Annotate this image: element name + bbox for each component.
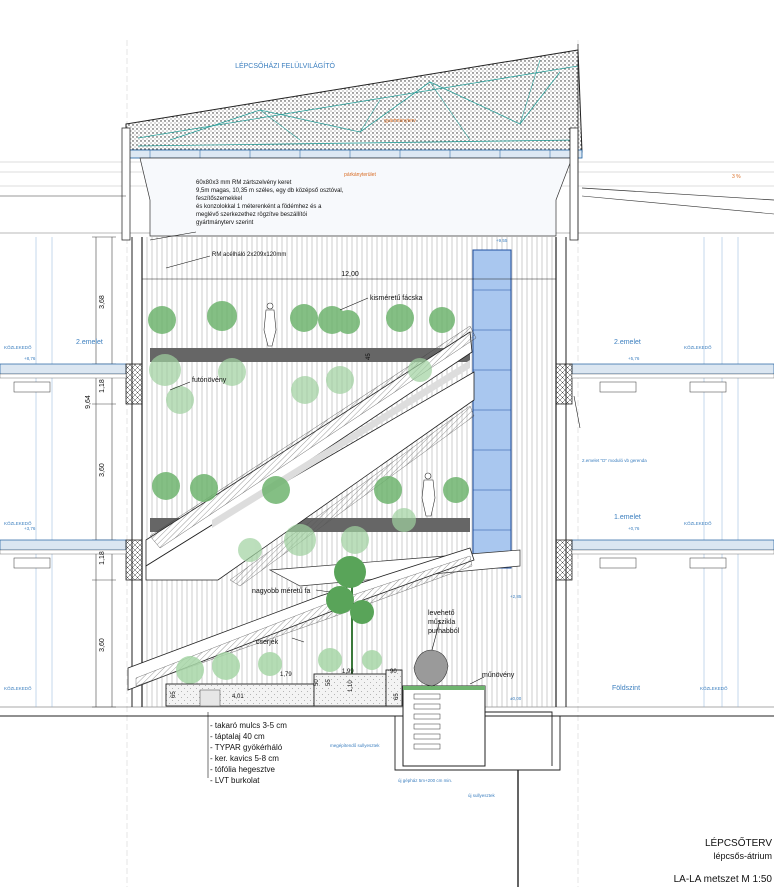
glass-shaft	[472, 249, 512, 569]
planter-dim: 55	[326, 679, 332, 686]
frame-note-4: és konzolokkal 1 méterenként a födémhez …	[196, 204, 322, 210]
corridor-label: KÖZLEKEDŐ	[684, 520, 712, 526]
level-mark: +5,76	[628, 356, 640, 361]
planter-dim: 45	[366, 353, 372, 360]
rock-label-2: műszikla	[428, 619, 455, 626]
frame-note-1: 60x80x3 mm RM zártszelvény keret	[196, 180, 292, 186]
small-tree-label: kisméretű fácska	[370, 295, 423, 302]
frame-note-3: feszítőszemekkel	[196, 196, 242, 202]
planter-dim: 1,99	[342, 669, 354, 675]
layer-1: - takaró mulcs 3-5 cm	[210, 721, 287, 730]
floor-label-second-left: 2.emelet	[76, 339, 103, 346]
climber-label: futónövény	[192, 377, 227, 384]
layer-5: - tófólia hegesztve	[210, 765, 275, 774]
big-tree-label: nagyobb méretű fa	[252, 588, 310, 595]
layer-4: - ker. kavics 5-8 cm	[210, 754, 279, 763]
level-mark: +2,85	[510, 594, 522, 599]
basement-note-2: új gépház 5m+200 cm min.	[398, 778, 452, 783]
vdim-2: 1,18	[99, 379, 106, 393]
corridor-label: KÖZLEKEDŐ	[700, 685, 728, 691]
shrub-label: cserjék	[256, 639, 279, 646]
title-line-1: LÉPCSŐTERV	[705, 835, 772, 849]
leader-lines	[149, 231, 581, 778]
level-mark: +3,76	[24, 526, 36, 531]
note-manufacturer: gyártmányterv	[384, 118, 416, 124]
layer-6: - LVT burkolat	[210, 776, 260, 785]
frame-note-5: meglévő szerkezethez rögzítve beszállító…	[196, 212, 307, 218]
planters	[165, 669, 403, 707]
level-mark: +8,76	[24, 356, 36, 361]
rock-label-1: levehető	[428, 610, 455, 617]
vdim-1: 3,68	[99, 295, 106, 309]
vdim-5: 1,18	[99, 551, 106, 565]
layer-2: - táptalaj 40 cm	[210, 732, 265, 741]
note-slope: 3 %	[732, 174, 741, 180]
skylight-title: LÉPCSŐHÁZI FELÜLVILÁGÍTÓ	[235, 61, 335, 70]
floor-label-first: 1.emelet	[614, 514, 641, 521]
floor-label-second-right: 2.emelet	[614, 339, 641, 346]
shrubs	[176, 648, 382, 684]
vdim-6: 3,60	[99, 638, 106, 652]
floor-label-ground: Földszint	[612, 685, 640, 692]
width-dim-label: 12,00	[341, 271, 359, 278]
basement-note-1: megépítendő sullyesztek	[330, 743, 380, 748]
level-mark: +0,76	[628, 526, 640, 531]
big-tree	[326, 556, 374, 680]
outer-dimension-lines	[35, 236, 739, 708]
level-mark: ±0,00	[510, 696, 522, 701]
planter-dim: 4,01	[232, 694, 244, 700]
corridor-label: KÖZLEKEDŐ	[4, 520, 32, 526]
artificial-plant-label: műnövény	[482, 672, 515, 679]
note-cornice: párkányterület	[344, 172, 376, 178]
vdim-4: 3,60	[99, 463, 106, 477]
layer-3: - TYPAR gyökérháló	[210, 743, 283, 752]
rock-label-3: purhabból	[428, 628, 460, 635]
planter-dim: 65	[171, 691, 177, 698]
width-dimension	[141, 274, 557, 284]
basement-note-3: új sullyesztek	[468, 793, 496, 798]
side-note: 2.emelet "D" moduló vb gerenda	[582, 458, 647, 463]
level-mark: +9,55	[496, 238, 508, 243]
planter-dim: 90	[390, 669, 397, 675]
skylight-roof	[0, 44, 774, 241]
frame-note-6: gyártmányterv szerint	[196, 220, 254, 226]
planter-dim: 1,10	[348, 680, 354, 692]
mesh-note: RM acélháló 2x209x120mm	[212, 252, 286, 258]
corridor-label: KÖZLEKEDŐ	[684, 344, 712, 350]
person-figure	[263, 302, 436, 517]
planter-dim: 65	[394, 693, 400, 700]
planter-dim: 50	[314, 679, 320, 686]
title-line-3: LA-LA metszet M 1:50	[674, 874, 773, 885]
small-trees	[148, 301, 469, 562]
planter-dim: 1,79	[280, 672, 292, 678]
corridor-label: KÖZLEKEDŐ	[4, 344, 32, 350]
title-line-2: lépcsős-átrium	[713, 851, 772, 861]
elevator-pit	[394, 685, 561, 887]
corridor-label: KÖZLEKEDŐ	[4, 685, 32, 691]
frame-note-2: 9,5m magas, 10,35 m széles, egy db közép…	[196, 188, 344, 194]
vdim-3: 9,64	[85, 395, 92, 409]
rock-icon	[413, 649, 449, 687]
floor-slabs	[0, 363, 774, 581]
